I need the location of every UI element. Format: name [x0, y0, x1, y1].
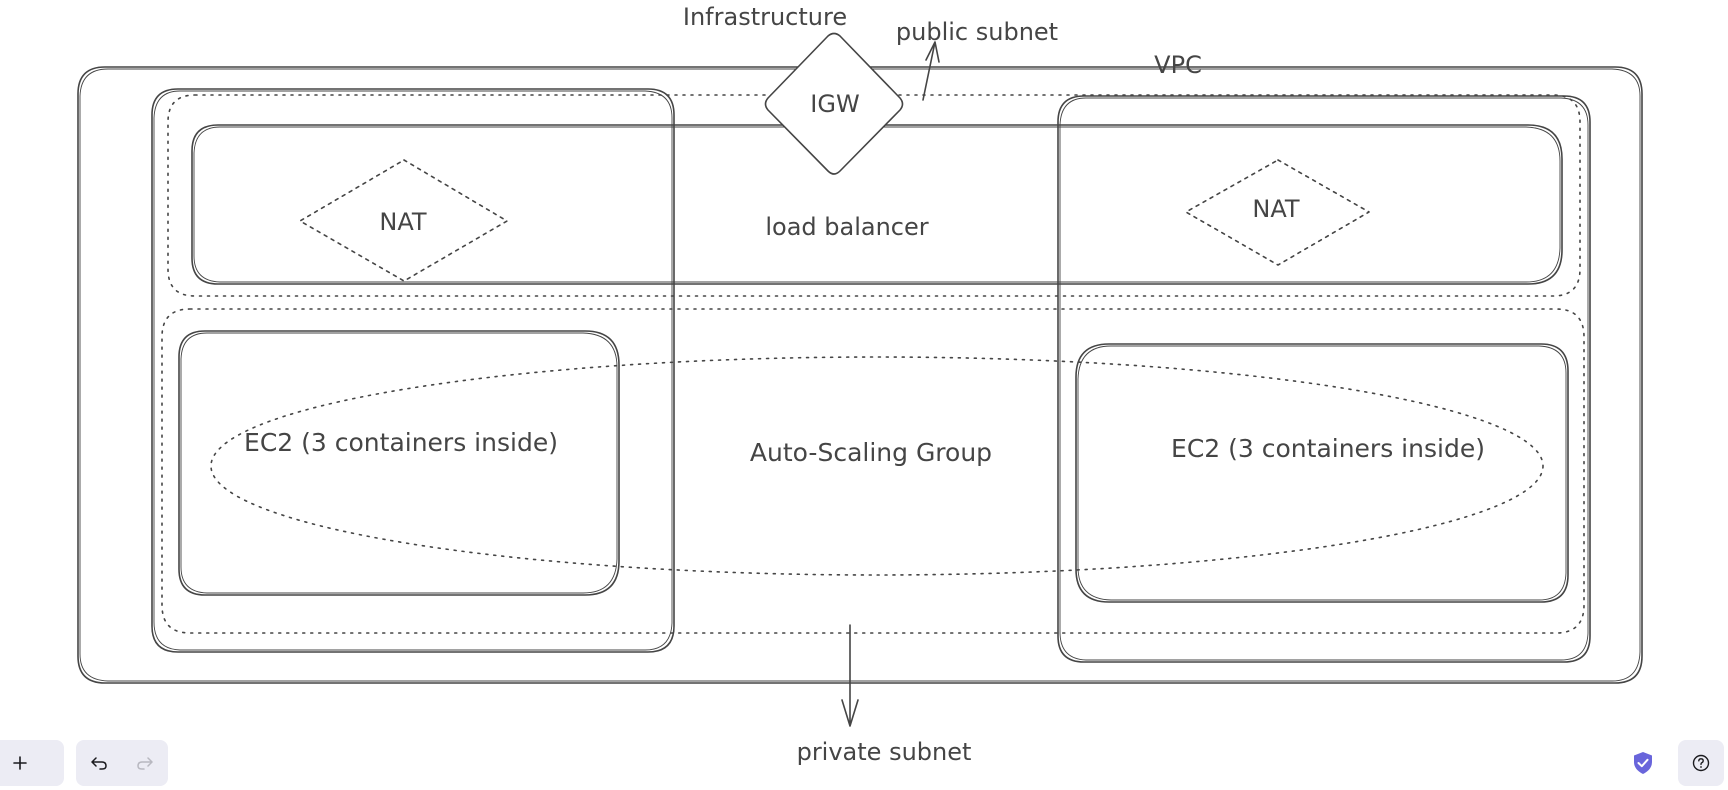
nat-left-diamond[interactable] [299, 159, 508, 282]
public-subnet-label: public subnet [896, 18, 1058, 46]
igw-label: IGW [810, 90, 859, 118]
help-circle-icon [1692, 754, 1710, 772]
public-subnet-box[interactable] [167, 94, 1581, 297]
nat-left-label: NAT [379, 208, 427, 236]
vpc-box-sketch [79, 68, 1641, 682]
shield-check-icon [1634, 752, 1652, 774]
ec2-right-box-sketch [1077, 345, 1567, 601]
right-az-box[interactable] [1057, 95, 1591, 663]
zoom-in-button[interactable] [2, 745, 38, 781]
public-subnet-arrow[interactable] [922, 41, 940, 101]
left-az-box[interactable] [151, 88, 675, 653]
vpc-label: VPC [1154, 51, 1202, 79]
ec2-right-box[interactable] [1075, 343, 1569, 603]
ec2-left-label: EC2 (3 containers inside) [244, 428, 558, 457]
shield-check-button[interactable] [1628, 748, 1658, 778]
redo-button[interactable] [127, 745, 163, 781]
ec2-right-label: EC2 (3 containers inside) [1171, 434, 1485, 463]
auto-scaling-group-ellipse[interactable] [210, 356, 1544, 576]
private-subnet-label: private subnet [797, 738, 972, 766]
ec2-left-box-sketch [180, 332, 618, 594]
redo-icon [137, 757, 153, 770]
undo-icon [91, 757, 107, 770]
right-az-box-sketch [1059, 97, 1589, 661]
ec2-left-box[interactable] [178, 330, 620, 596]
undo-button[interactable] [81, 745, 117, 781]
private-subnet-arrow[interactable] [841, 624, 859, 727]
nat-right-label: NAT [1252, 195, 1300, 223]
history-controls [76, 740, 168, 786]
help-button[interactable] [1678, 740, 1724, 786]
load-balancer-box-sketch [193, 126, 1561, 283]
zoom-controls [0, 740, 64, 786]
plus-icon [13, 756, 27, 770]
igw-diamond[interactable] [764, 32, 904, 175]
load-balancer-label: load balancer [765, 213, 928, 241]
auto-scaling-group-label: Auto-Scaling Group [750, 438, 992, 467]
vpc-box[interactable] [77, 66, 1643, 684]
nat-right-diamond[interactable] [1185, 159, 1370, 266]
left-az-box-sketch [153, 90, 673, 651]
infrastructure-title: Infrastructure [683, 3, 847, 31]
load-balancer-box[interactable] [191, 124, 1563, 285]
